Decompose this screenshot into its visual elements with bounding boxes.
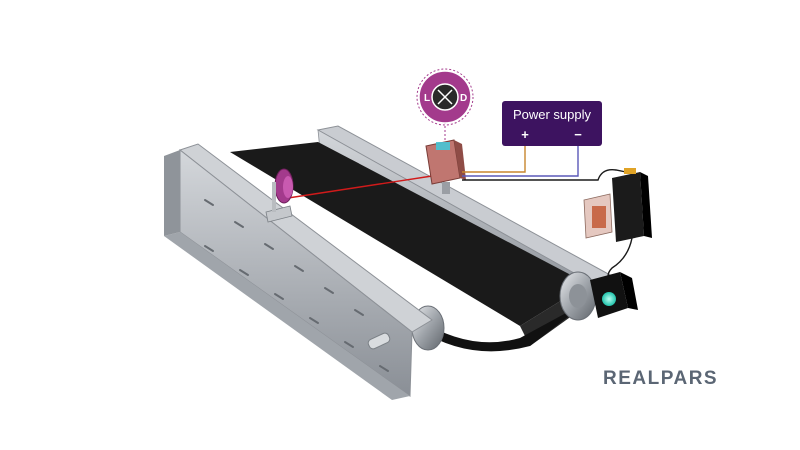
relay xyxy=(583,168,652,242)
power-supply-plus: + xyxy=(521,127,529,142)
front-rail xyxy=(164,143,433,400)
realpars-logo: REALPARS xyxy=(603,368,718,389)
power-supply-minus: − xyxy=(574,127,582,142)
sensor-knob-callout: L D xyxy=(416,68,474,126)
knob-label-left: L xyxy=(424,93,430,104)
power-supply-title: Power supply xyxy=(513,107,592,122)
knob-label-right: D xyxy=(460,93,467,104)
power-supply-box: Power supply + − xyxy=(502,101,602,146)
adjustment-knob-icon xyxy=(431,83,459,111)
head-roller xyxy=(559,271,597,321)
motor xyxy=(590,272,638,318)
laser-beam xyxy=(287,175,433,199)
wiring xyxy=(462,146,633,287)
photoelectric-sensor xyxy=(425,139,466,194)
logo-text: REALPARS xyxy=(603,368,718,389)
teal-led-icon xyxy=(602,292,616,306)
reflector xyxy=(265,168,294,223)
